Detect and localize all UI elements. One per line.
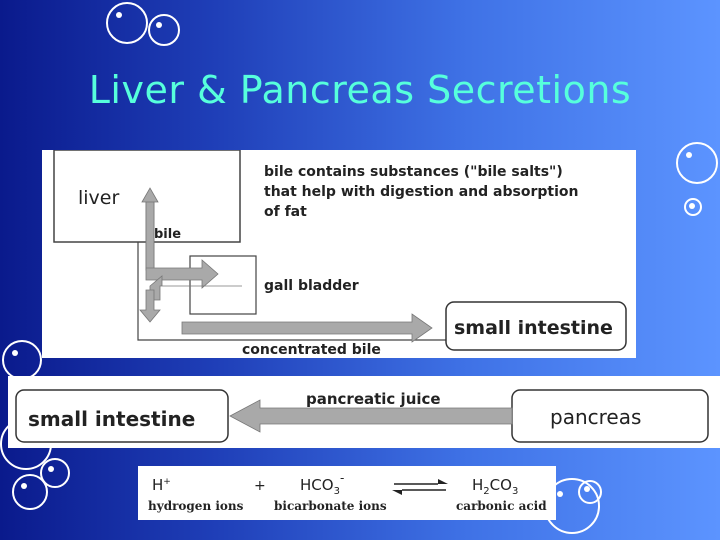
bicarbonate-formula: HCO3- (300, 471, 344, 497)
bile-label: bile (154, 227, 181, 242)
bile-note-line1: bile contains substances ("bile salts") (264, 164, 563, 180)
h-ion: H+ (152, 476, 171, 494)
liver-label: liver (78, 187, 119, 209)
pancreas-label: pancreas (550, 405, 641, 429)
hydrogen-ions-label: hydrogen ions (148, 499, 244, 513)
bicarbonate-ions-label: bicarbonate ions (274, 499, 387, 513)
bubble-decoration (578, 480, 602, 504)
bubble-decoration (40, 458, 70, 488)
carbonic-acid-formula: H2CO3 (472, 476, 518, 497)
concentrated-bile-arrow (181, 313, 433, 343)
equation-svg: H+ + HCO3- H2CO3 hydrogen ions bicarbona… (148, 471, 547, 513)
small-intestine-label-2: small intestine (28, 407, 195, 431)
pancreas-diagram-svg: small intestine pancreas pancreatic juic… (15, 389, 709, 443)
pancreatic-juice-label: pancreatic juice (306, 390, 441, 408)
gall-bladder-box (189, 255, 257, 315)
bubble-decoration (684, 198, 702, 216)
down-to-intestine-arrow (139, 289, 161, 323)
bile-note-line3: of fat (264, 204, 307, 220)
small-intestine-box-2 (15, 389, 229, 443)
to-gall-bladder-arrow (145, 259, 219, 289)
concentrated-bile-label: concentrated bile (242, 342, 381, 358)
equilibrium-arrows (392, 479, 448, 495)
bubble-decoration (148, 14, 180, 46)
bile-duct-line (137, 242, 452, 341)
slide-title: Liver & Pancreas Secretions (88, 68, 632, 112)
small-intestine-box (445, 301, 627, 351)
equation-panel: H+ + HCO3- H2CO3 hydrogen ions bicarbona… (138, 466, 556, 520)
plus-sign: + (254, 478, 266, 494)
bile-diagram-svg: liver small intestine bile bile contains… (53, 149, 627, 358)
pancreas-diagram: small intestine pancreas pancreatic juic… (8, 376, 720, 448)
bubble-decoration (106, 2, 148, 44)
carbonic-acid-label: carbonic acid (456, 499, 547, 513)
bile-diagram: liver small intestine bile bile contains… (42, 149, 636, 358)
gall-bladder-label: gall bladder (264, 278, 359, 294)
small-intestine-label: small intestine (454, 317, 613, 339)
pancreatic-juice-arrow (229, 399, 513, 433)
bile-arrow-shaft (145, 201, 155, 271)
bubble-decoration (676, 142, 718, 184)
bubble-decoration (2, 340, 42, 380)
bubble-decoration (12, 474, 48, 510)
bile-note-line2: that help with digestion and absorption (264, 184, 578, 200)
